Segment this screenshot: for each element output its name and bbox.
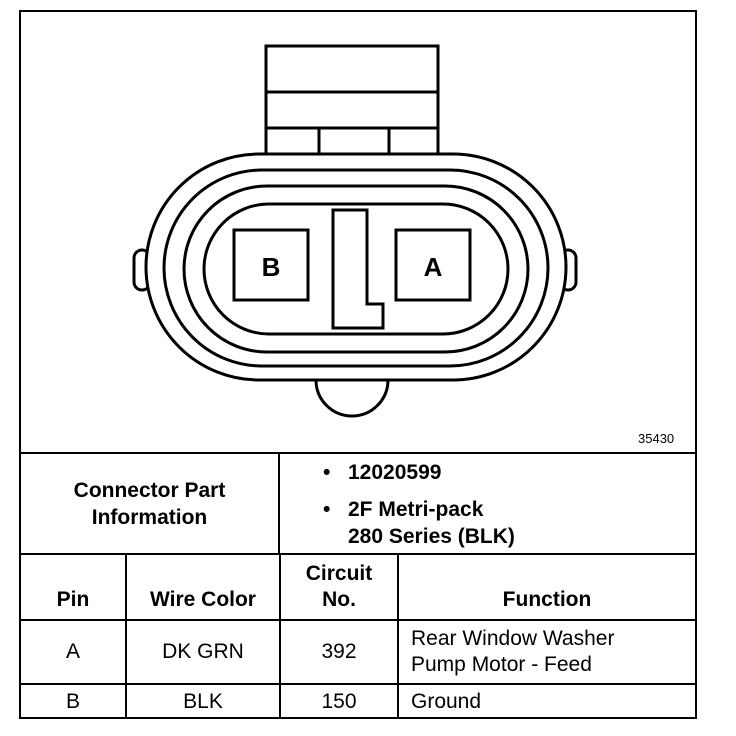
connector-diagram: B A (21, 12, 695, 452)
table-row: B BLK 150 Ground (21, 683, 695, 719)
part-info-section: Connector Part Information • 12020599 • … (21, 452, 695, 553)
header-circuit-line1: Circuit (305, 562, 373, 585)
key-bump (314, 379, 390, 418)
pin-b-cavity (232, 228, 310, 302)
part-info-label-line2: Information (91, 505, 208, 529)
pin-a-label: A (424, 252, 443, 282)
function-line2: Pump Motor - Feed (411, 653, 592, 676)
wire-color-cell: DK GRN (125, 619, 281, 685)
figure-number: 35430 (638, 431, 675, 446)
pin-cell: B (21, 683, 127, 719)
header-function: Function (397, 553, 695, 621)
part-number: 12020599 (348, 461, 442, 484)
function-line1: Rear Window Washer (411, 627, 615, 650)
part-number-row: • 12020599 (323, 459, 441, 486)
latch-tab (264, 44, 440, 166)
table-row: A DK GRN 392 Rear Window Washer Pump Mot… (21, 619, 695, 685)
function-line1: Ground (411, 690, 482, 713)
bullet: • (323, 498, 331, 521)
pin-cell: A (21, 619, 127, 685)
header-pin: Pin (21, 553, 127, 621)
part-info-label-line1: Connector Part (73, 478, 226, 502)
header-circuit-line2: No. (322, 588, 356, 611)
part-desc-line2: 280 Series (BLK) (348, 525, 515, 548)
bullet: • (323, 461, 331, 484)
wire-color-cell: BLK (125, 683, 281, 719)
table-header-row: Pin Wire Color Circuit No. Function (21, 553, 695, 621)
pin-a-cavity (394, 228, 472, 302)
pin-table: Pin Wire Color Circuit No. Function A DK… (21, 553, 695, 719)
header-circuit: Circuit No. (279, 553, 399, 621)
part-desc-row: • 2F Metri-pack 280 Series (BLK) (323, 496, 515, 550)
circuit-cell: 150 (279, 683, 399, 719)
diagram-frame: B A 35430 Connector Part Information • 1… (19, 10, 697, 719)
function-cell: Ground (397, 683, 695, 719)
function-cell: Rear Window Washer Pump Motor - Feed (397, 619, 695, 685)
part-desc-line1: 2F Metri-pack (348, 498, 484, 521)
pin-b-label: B (262, 252, 281, 282)
circuit-cell: 392 (279, 619, 399, 685)
part-info-details: • 12020599 • 2F Metri-pack 280 Series (B… (280, 454, 695, 553)
part-info-label: Connector Part Information (21, 454, 280, 553)
header-wire-color: Wire Color (125, 553, 281, 621)
